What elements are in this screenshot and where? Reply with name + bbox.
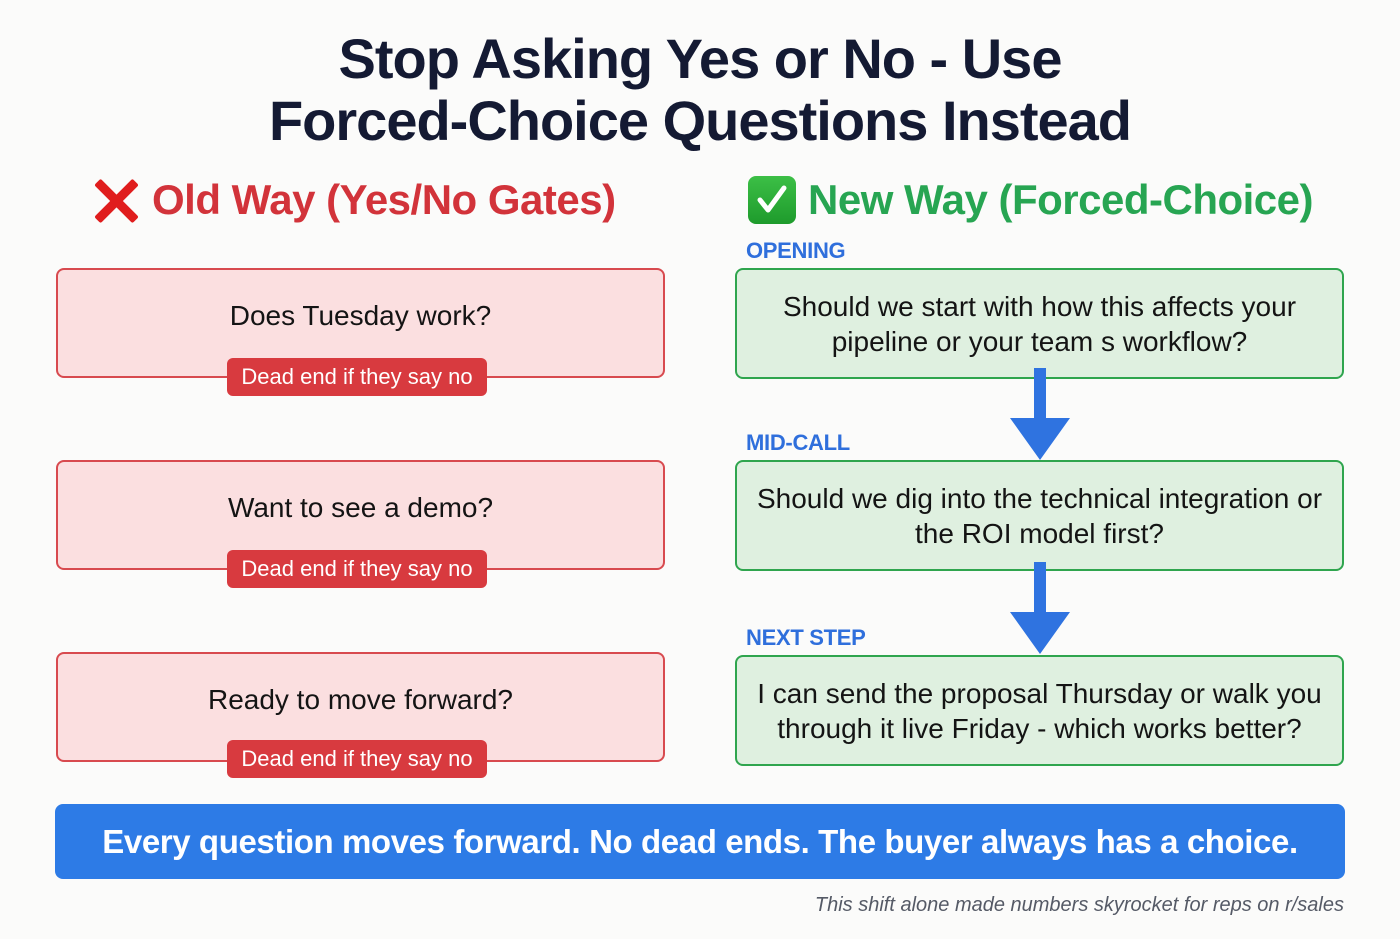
stage-label-opening: OPENING	[746, 238, 846, 263]
old-way-question: Does Tuesday work?	[229, 300, 492, 331]
footnote: This shift alone made numbers skyrocket …	[814, 894, 1344, 916]
new-way-heading: New Way (Forced-Choice)	[748, 172, 1314, 228]
new-way-question: I can send the proposal Thursday or walk…	[757, 677, 1322, 744]
cross-mark-icon	[92, 176, 140, 224]
new-way-card-next-step: I can send the proposal Thursday or walk…	[735, 655, 1344, 766]
stage-label-next-step: NEXT STEP	[746, 625, 866, 650]
dead-end-badge: Dead end if they say no	[227, 740, 487, 778]
new-way-card-mid-call: Should we dig into the technical integra…	[735, 460, 1344, 571]
title-line-1: Stop Asking Yes or No - Use	[338, 27, 1063, 90]
check-mark-button-icon	[748, 176, 796, 224]
stage-label-mid-call: MID-CALL	[746, 430, 850, 455]
old-way-question: Want to see a demo?	[227, 492, 494, 523]
page-title: Stop Asking Yes or No - Use Forced-Choic…	[0, 28, 1400, 152]
title-line-2: Forced-Choice Questions Instead	[268, 89, 1132, 152]
new-way-question: Should we start with how this affects yo…	[782, 290, 1297, 357]
arrow-down-icon	[1010, 562, 1070, 654]
old-way-heading: Old Way (Yes/No Gates)	[92, 172, 616, 228]
summary-banner: Every question moves forward. No dead en…	[55, 804, 1345, 879]
old-way-question: Ready to move forward?	[207, 684, 514, 715]
dead-end-badge: Dead end if they say no	[227, 358, 487, 396]
new-way-heading-text: New Way (Forced-Choice)	[808, 176, 1314, 223]
new-way-card-opening: Should we start with how this affects yo…	[735, 268, 1344, 379]
arrow-down-icon	[1010, 368, 1070, 460]
dead-end-badge: Dead end if they say no	[227, 550, 487, 588]
old-way-heading-text: Old Way (Yes/No Gates)	[152, 176, 616, 223]
new-way-question: Should we dig into the technical integra…	[756, 482, 1323, 549]
